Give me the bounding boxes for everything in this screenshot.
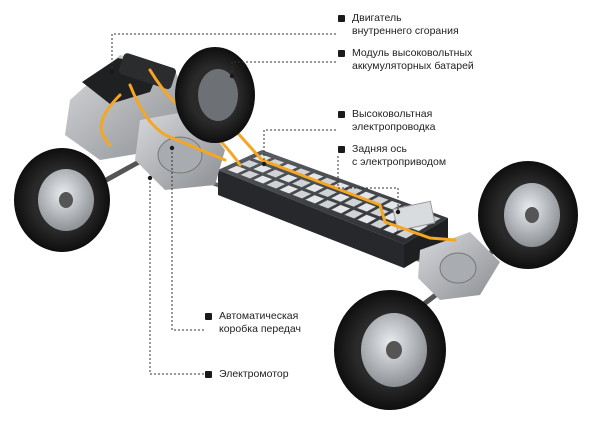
callout-wiring-line1: Высоковольтная — [352, 108, 436, 121]
callout-wiring-line2: электропроводка — [352, 121, 436, 134]
marker-motor — [205, 371, 212, 378]
callout-motor-line1: Электромотор — [219, 368, 289, 381]
marker-battery — [338, 50, 345, 57]
callout-rear-axle-line1: Задняя ось — [352, 143, 446, 156]
marker-ice — [338, 15, 345, 22]
callout-gearbox-line1: Автоматическая — [219, 310, 301, 323]
callout-battery: Модуль высоковольтных аккумуляторных бат… — [352, 47, 474, 73]
marker-rear-axle — [338, 146, 345, 153]
callout-battery-line2: аккумуляторных батарей — [352, 60, 474, 73]
wheel-front-right — [175, 47, 255, 143]
wheel-rear-right — [478, 161, 578, 269]
callout-ice-line2: внутреннего сгорания — [352, 25, 459, 38]
marker-gearbox — [205, 313, 212, 320]
callout-wiring: Высоковольтная электропроводка — [352, 108, 436, 134]
wheel-rear-left — [334, 290, 446, 410]
marker-wiring — [338, 111, 345, 118]
callout-ice: Двигатель внутреннего сгорания — [352, 12, 459, 38]
callout-rear-axle-line2: с электроприводом — [352, 156, 446, 169]
callout-motor: Электромотор — [219, 368, 289, 381]
callout-rear-axle: Задняя ось с электроприводом — [352, 143, 446, 169]
callout-ice-line1: Двигатель — [352, 12, 459, 25]
callout-gearbox: Автоматическая коробка передач — [219, 310, 301, 336]
callout-gearbox-line2: коробка передач — [219, 323, 301, 336]
wheel-front-left — [14, 148, 110, 252]
callout-battery-line1: Модуль высоковольтных — [352, 47, 474, 60]
